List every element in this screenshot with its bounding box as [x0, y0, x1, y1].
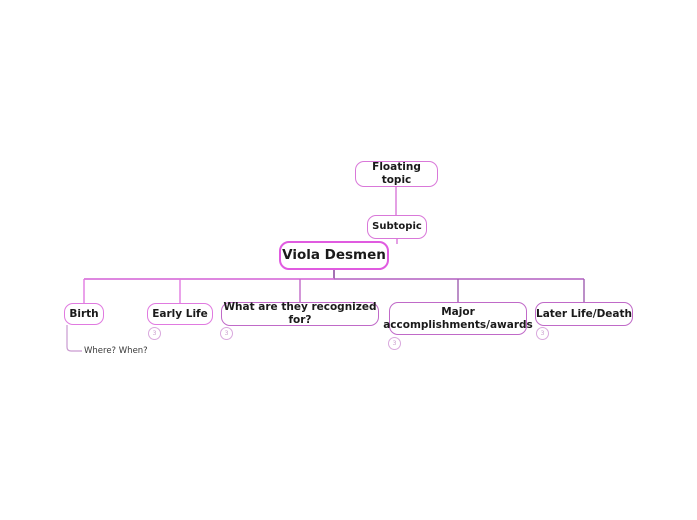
- badge-recognized-for-count: 3: [224, 329, 229, 337]
- badge-early-life[interactable]: 3: [148, 327, 161, 340]
- node-branch-major-accomplishments[interactable]: Major accomplishments/awards: [383, 302, 533, 335]
- node-branch-early-life[interactable]: Early Life: [147, 303, 213, 325]
- badge-major-accomplishments[interactable]: 3: [388, 337, 401, 350]
- node-floating-topic[interactable]: Floating topic: [355, 161, 438, 187]
- node-branch-later-life-death[interactable]: Later Life/Death: [535, 302, 633, 326]
- badge-later-life-death-count: 3: [540, 329, 545, 337]
- badge-later-life-death[interactable]: 3: [536, 327, 549, 340]
- leaf-where-when-label: Where? When?: [84, 346, 148, 356]
- node-branch-birth[interactable]: Birth: [64, 303, 104, 325]
- node-root-label: Viola Desmen: [282, 247, 386, 264]
- node-subtopic[interactable]: Subtopic: [367, 215, 427, 239]
- badge-early-life-count: 3: [152, 329, 157, 337]
- node-floating-topic-label: Floating topic: [372, 161, 421, 186]
- node-root-viola-desmen[interactable]: Viola Desmen: [279, 241, 389, 270]
- leaf-where-when[interactable]: Where? When?: [84, 346, 148, 356]
- node-subtopic-label: Subtopic: [372, 220, 422, 232]
- badge-recognized-for[interactable]: 3: [220, 327, 233, 340]
- node-branch-recognized-for-label: What are they recognized for?: [223, 301, 377, 326]
- node-branch-recognized-for[interactable]: What are they recognized for?: [221, 301, 379, 326]
- edge-birth-to-leaf: [66, 325, 82, 352]
- badge-major-accomplishments-count: 3: [392, 339, 397, 347]
- node-branch-major-accomplishments-label: Major accomplishments/awards: [383, 305, 533, 331]
- node-branch-birth-label: Birth: [69, 307, 99, 320]
- node-branch-later-life-death-label: Later Life/Death: [536, 307, 632, 320]
- node-branch-early-life-label: Early Life: [152, 307, 208, 320]
